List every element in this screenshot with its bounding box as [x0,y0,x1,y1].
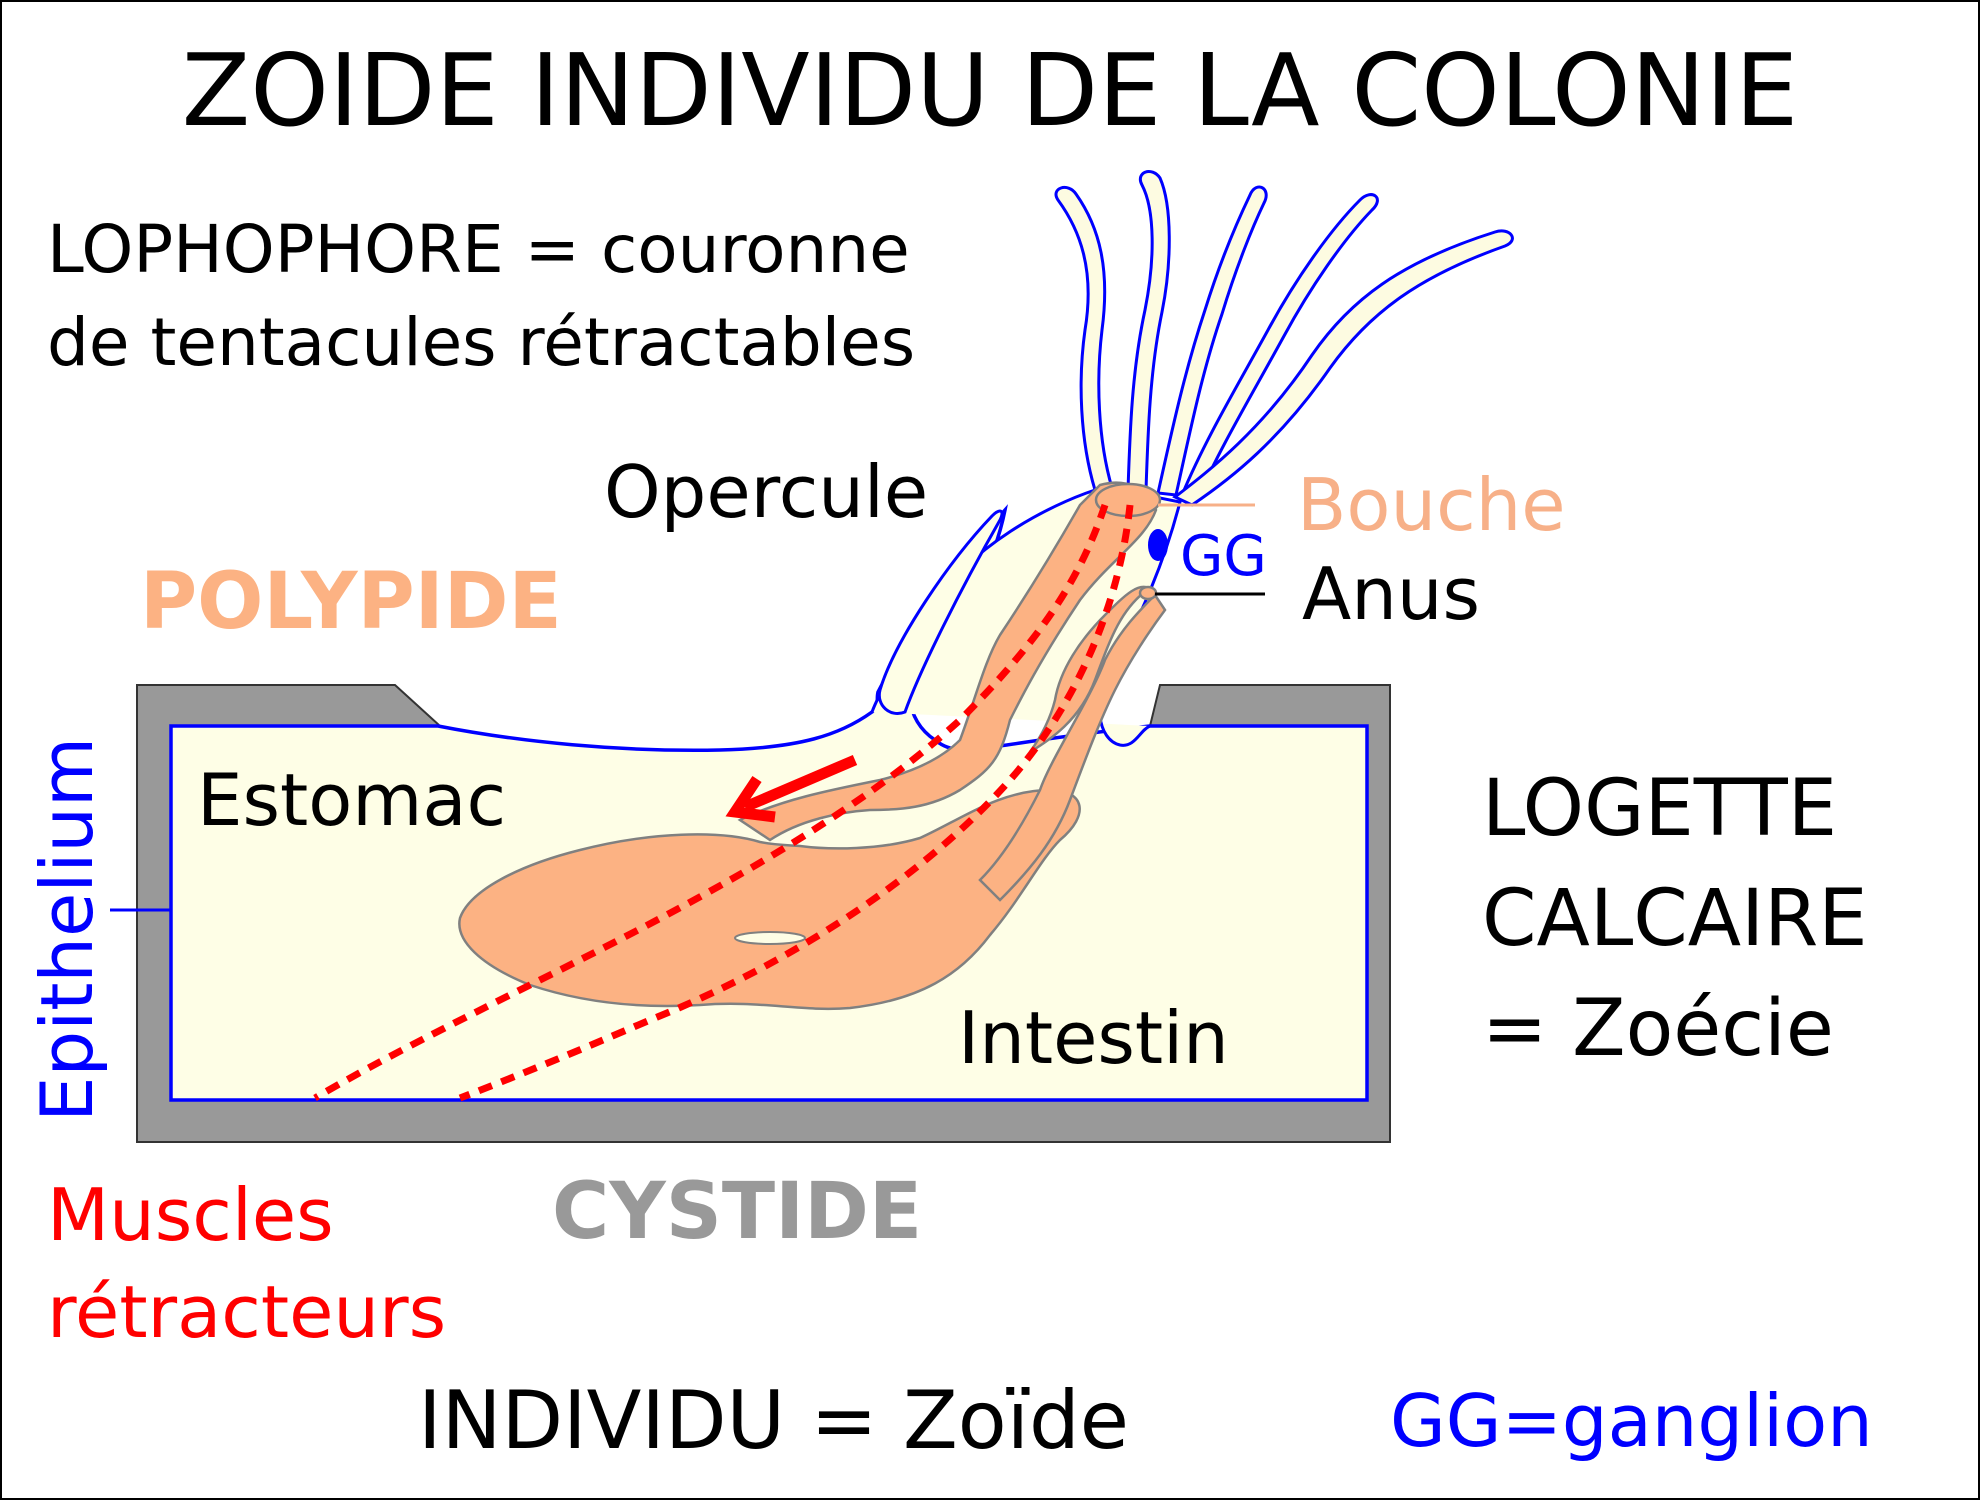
cystide-label: CYSTIDE [552,1167,922,1257]
estomac-label: Estomac [197,758,506,842]
tentacle-3 [1156,185,1268,497]
gg-legend: GG=ganglion [1390,1379,1873,1463]
anus-label: Anus [1302,552,1480,636]
ganglion [1148,529,1168,561]
opercule-label: Opercule [604,450,928,534]
bouche-label: Bouche [1297,463,1566,547]
epithelium-label: Epithelium [25,737,109,1122]
page-title: ZOIDE INDIVIDU DE LA COLONIE [182,32,1798,149]
gg-label: GG [1180,524,1267,589]
muscle-1 [313,503,1109,1102]
polypide-label: POLYPIDE [140,557,562,647]
logette-label-line2: CALCAIRE [1482,874,1868,964]
intestin-label: Intestin [958,996,1229,1080]
tentacle-5 [1172,229,1514,507]
muscles-label-line1: Muscles [47,1173,334,1257]
lophophore-label-line1: LOPHOPHORE = couronne [47,211,910,288]
opercule [877,509,1004,715]
logette-label-line3: = Zoécie [1482,984,1834,1074]
lophophore-label-line2: de tentacules rétractables [47,304,915,381]
oesophage [737,481,1158,842]
individu-label: INDIVIDU = Zoïde [418,1374,1129,1467]
intestin-boucle [978,593,1167,902]
tentacle-1 [1054,185,1114,492]
estomac-lumen [734,931,806,945]
tentacle-2 [1126,170,1171,492]
logette-label-line1: LOGETTE [1482,764,1837,854]
tentacle-4 [1179,193,1379,500]
lophophore-tentacles [1054,170,1514,507]
anus-ouverture [1138,585,1158,601]
estomac-forme [458,788,1081,1011]
muscle-2 [458,504,1134,1102]
retraction-arrow [725,754,858,823]
muscles-retracteurs [313,503,1134,1102]
muscles-label-line2: rétracteurs [47,1270,446,1354]
